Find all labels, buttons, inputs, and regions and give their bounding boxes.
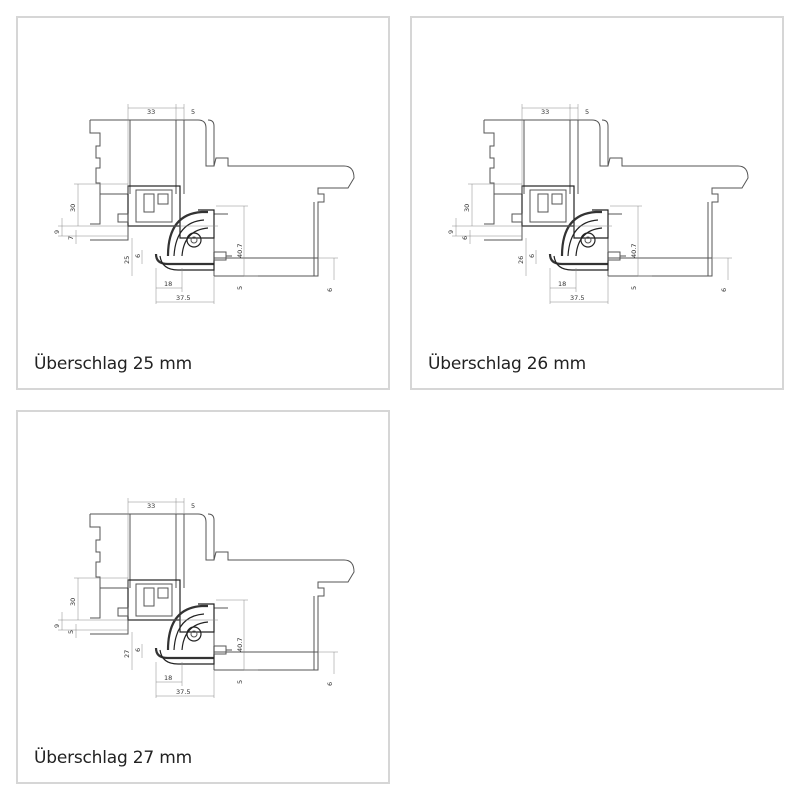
dim-right-5: 5 [236,680,244,684]
frame-profile-inner [90,514,185,619]
dim-left-30: 30 [69,598,77,606]
dim-top-33: 33 [147,108,155,116]
dim-left-6: 6 [134,648,142,652]
frame-profile-inner [90,120,185,225]
dim-right-40-7: 40.7 [630,244,638,258]
dim-bottom-18: 18 [164,674,172,682]
dimension-lines [452,104,732,304]
dim-left-9: 9 [447,230,455,234]
dim-right-40-7: 40.7 [236,638,244,652]
dim-top-5: 5 [585,108,589,116]
dim-left-6: 6 [134,254,142,258]
dim-right-5: 5 [236,286,244,290]
dim-top-5: 5 [191,502,195,510]
dim-bottom-18: 18 [164,280,172,288]
hinge-section-drawing: 33 5 30 9 5 27 6 40.7 5 6 18 37.5 [53,498,355,698]
frame-profile [483,119,609,241]
hinge-section-drawing: 33 5 30 9 7 25 6 40.7 5 6 18 37.5 [53,104,355,304]
panel-caption: Überschlag 27 mm [34,748,192,768]
dim-bottom-37-5: 37.5 [176,688,190,696]
panel-caption: Überschlag 25 mm [34,354,192,374]
dim-bottom-18: 18 [558,280,566,288]
dim-right-5: 5 [630,286,638,290]
door-leaf-profile [213,157,355,277]
frame-profile-inner [484,120,579,225]
dimension-lines [58,498,338,698]
hinge-section-drawing: 33 5 30 9 6 26 6 40.7 5 6 18 37.5 [447,104,749,304]
dim-bottom-37-5: 37.5 [570,294,584,302]
door-leaf-profile [607,157,749,277]
dim-top-5: 5 [191,108,195,116]
door-leaf-inner [213,202,318,276]
dim-left-30: 30 [69,204,77,212]
panel-overlap-25: 33 5 30 9 7 25 6 40.7 5 6 18 37.5 Übersc… [16,16,390,390]
dim-left-9: 9 [53,230,61,234]
dim-overlap: 27 [123,650,131,658]
dim-right-6: 6 [326,288,334,292]
dim-left-gap: 5 [67,630,75,634]
door-leaf-inner [213,596,318,670]
hinge-body [117,579,232,665]
dim-top-33: 33 [147,502,155,510]
panel-overlap-27: 33 5 30 9 5 27 6 40.7 5 6 18 37.5 Übersc… [16,410,390,784]
dim-right-40-7: 40.7 [236,244,244,258]
dim-right-6: 6 [326,682,334,686]
dim-bottom-37-5: 37.5 [176,294,190,302]
dim-right-6: 6 [720,288,728,292]
dim-overlap: 25 [123,256,131,264]
frame-profile [89,513,215,635]
frame-profile [89,119,215,241]
dim-left-9: 9 [53,624,61,628]
door-leaf-profile [213,551,355,671]
dim-top-33: 33 [541,108,549,116]
dim-overlap: 26 [517,256,525,264]
dim-left-6: 6 [528,254,536,258]
panel-overlap-26: 33 5 30 9 6 26 6 40.7 5 6 18 37.5 Übersc… [410,16,784,390]
door-leaf-inner [607,202,712,276]
panel-caption: Überschlag 26 mm [428,354,586,374]
dim-left-gap: 6 [461,236,469,240]
dim-left-gap: 7 [67,236,75,240]
dim-left-30: 30 [463,204,471,212]
dimension-lines [58,104,338,304]
